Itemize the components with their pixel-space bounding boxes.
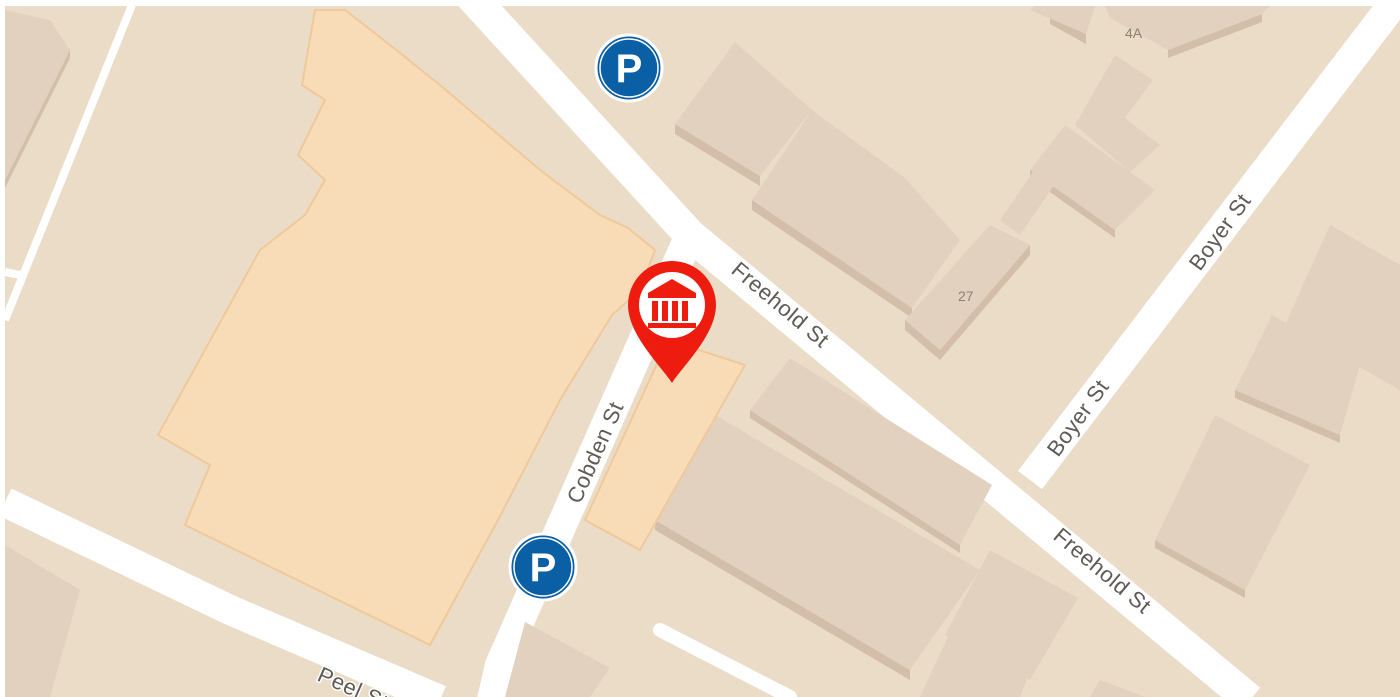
- building-top: [5, 10, 70, 180]
- building-top: [5, 545, 80, 697]
- building-side: [752, 200, 912, 318]
- address-number-4a: 4A: [1125, 25, 1143, 41]
- map-frame-top: [0, 0, 1400, 6]
- parking-icon: [508, 532, 578, 602]
- road-cobden-st: [477, 228, 704, 697]
- parking-icon: [594, 33, 664, 103]
- building-top: [1155, 415, 1310, 590]
- road-peel-st: [0, 488, 446, 697]
- buildings: [5, 6, 1400, 697]
- building-side: [5, 50, 70, 188]
- building-top: [1235, 315, 1360, 435]
- building-top: [750, 358, 992, 545]
- building-side: [1168, 14, 1262, 58]
- road-side-spur: [4, 268, 21, 279]
- road-side-lane-left: [1, 3, 136, 322]
- building-side: [675, 124, 760, 186]
- highlighted-parcels: [156, 9, 747, 647]
- parking-label: P: [530, 546, 557, 590]
- road-boyer-st: [1018, 0, 1400, 490]
- address-numbers: 4A 27: [958, 25, 1143, 304]
- building-side: [1235, 390, 1340, 443]
- building-top: [655, 415, 980, 670]
- building-top: [675, 42, 812, 176]
- address-number-27: 27: [958, 288, 974, 304]
- building-top: [1075, 55, 1160, 172]
- building-side: [1155, 540, 1245, 598]
- building-top: [1285, 225, 1400, 390]
- building-top: [1000, 125, 1085, 235]
- highlight-parcel-small: [583, 338, 747, 552]
- parking-icon-ring: [599, 38, 659, 98]
- building-top: [1090, 680, 1145, 697]
- map-frame-left: [0, 0, 5, 697]
- building-top: [1030, 6, 1095, 34]
- highlight-parcel-main: [156, 9, 657, 647]
- building-side: [750, 410, 960, 553]
- parking-marker-south[interactable]: P: [508, 532, 578, 602]
- building-side: [655, 520, 910, 680]
- parking-label: P: [616, 47, 643, 91]
- parking-marker-north[interactable]: P: [594, 33, 664, 103]
- building-top: [505, 622, 610, 697]
- building-top: [920, 600, 1040, 697]
- building-top: [905, 225, 1030, 350]
- road-service-lane: [653, 623, 797, 697]
- location-pin-marker[interactable]: [628, 261, 716, 383]
- building-top: [1105, 6, 1270, 50]
- building-top: [752, 110, 960, 308]
- museum-icon: [648, 279, 696, 328]
- parking-icon-ring: [513, 537, 573, 597]
